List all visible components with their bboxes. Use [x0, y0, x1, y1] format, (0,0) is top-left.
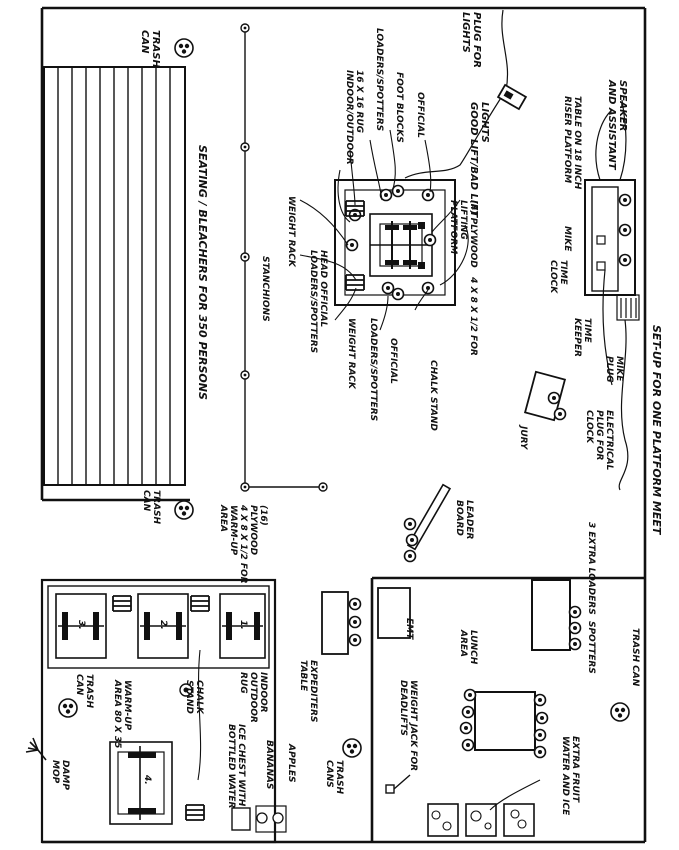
mop-icon: [25, 737, 47, 761]
official-top-label: OFFICIAL: [415, 92, 425, 138]
time-clock-label: TIME CLOCK: [548, 260, 568, 294]
warmup-area: [40, 578, 287, 844]
bleachers: [43, 66, 186, 486]
platform-leader-lines: [299, 129, 469, 331]
warmup-platform-1-label: 1.: [238, 620, 248, 630]
fruit-bowl-icon: [431, 809, 527, 831]
lights-icon: [496, 83, 528, 111]
trash-can-label: TRASH CAN: [139, 30, 161, 68]
seating-label: SEATING / BLEACHERS FOR 350 PERSONS: [196, 145, 209, 400]
expediters-table-label: EXPEDITERS TABLE: [298, 660, 318, 723]
trash-can-icon: [342, 738, 362, 758]
indoor-outdoor-rug-label: INDOOR OUTDOOR RUG: [238, 672, 268, 723]
chalk-stand-icon: [179, 683, 193, 697]
chalk-stand-label: CHALK STAND: [428, 360, 438, 431]
lights-wiring: [404, 9, 509, 179]
official-right-label: OFFICIAL: [388, 338, 398, 384]
lunch-area-label: LUNCH AREA: [458, 630, 478, 665]
rug-label: 16 X 16 RUG INDOOR/OUTDOOR: [344, 70, 364, 165]
extra-fruit-label: EXTRA FRUIT WATER AND ICE: [560, 736, 580, 816]
page-title: SET-UP FOR ONE PLATFORM MEET: [650, 325, 663, 535]
fruit-tables: [427, 803, 535, 837]
mike-plug-label: MIKE PLUG: [604, 356, 624, 383]
plywood-platform-label: (4) PLYWOOD 4 X 8 X 1/2 FOR LIFTING PLAT…: [448, 200, 478, 356]
barbell-icon: [58, 612, 263, 640]
extra-loaders-label: 3 EXTRA LOADERS SPOTTERS: [586, 522, 596, 674]
expediters-table: [321, 591, 362, 655]
extra-loaders-table: [531, 579, 582, 651]
weight-rack-left-label: WEIGHT RACK: [286, 196, 296, 267]
warmup-plywood-label: (16) PLYWOOD 4 X 8 X 1/2 FOR WARM-UP ARE…: [218, 505, 268, 584]
stanchion-line: [240, 23, 328, 492]
speaker-table: [584, 179, 636, 296]
stanchion-post-icon: [240, 23, 250, 33]
table-riser-label: TABLE ON 18 INCH RISER PLATFORM: [562, 96, 582, 190]
loaders-spotters-top-label: LOADERS/SPOTTERS: [374, 28, 384, 132]
trash-can-label-2: TRASH CAN: [141, 490, 161, 525]
stanchions-label: STANCHIONS: [260, 256, 270, 322]
time-keeper-label: TIME KEEPER: [572, 318, 592, 357]
emt-cot: [377, 587, 411, 639]
trash-cans-label: TRASH CANS: [324, 760, 344, 795]
warmup-platform-2-label: 2.: [158, 620, 168, 630]
lifting-platform: [334, 179, 456, 306]
bananas-label: BANANAS: [264, 740, 274, 790]
warmup-platform-3-label: 3.: [76, 620, 86, 630]
trash-can-icon: [174, 500, 194, 520]
power-strip: [595, 99, 640, 491]
leader-board-label: LEADER BOARD: [454, 500, 474, 540]
weight-jack-icon: [385, 774, 411, 794]
loaders-spotters-right-label: LOADERS/SPOTTERS: [368, 318, 378, 422]
trash-can-icon: [610, 702, 630, 722]
jury-table: [523, 370, 567, 422]
jury-label: JURY: [518, 426, 528, 450]
speaker-label: SPEAKER AND ASSISTANT: [606, 80, 628, 170]
plug-for-lights-label: PLUG FOR LIGHTS: [460, 12, 482, 68]
mike-label: MIKE: [562, 226, 572, 252]
lunch-table: [459, 688, 549, 759]
head-official-label: HEAD OFFICIAL LOADERS/SPOTTERS: [308, 250, 328, 354]
trash-can-label-3: TRASH CAN: [630, 628, 640, 687]
trash-can-label-4: TRASH CAN: [74, 674, 94, 709]
foot-blocks-label: FOOT BLOCKS: [394, 72, 404, 143]
electrical-plug-label: ELECTRICAL PLUG FOR CLOCK: [584, 410, 614, 471]
leader-board: [403, 483, 452, 563]
damp-mop-label: DAMP MOP: [50, 760, 70, 790]
weight-rack-label: WEIGHT RACK: [346, 318, 356, 389]
warmup-platform-4-label: 4.: [142, 775, 152, 785]
trash-can-icon: [174, 38, 194, 58]
emt-label: EMT: [404, 618, 414, 640]
apples-label: APPLES: [286, 744, 296, 783]
weight-jack-label: WEIGHT JACK FOR DEADLIFTS: [398, 680, 418, 772]
warmup-area-label: WARM-UP AREA 80 X 35: [112, 680, 132, 749]
chalk-stand-warmup-label: CHALK STAND: [184, 680, 204, 714]
ice-chest-label: ICE CHEST WITH BOTTLED WATER: [226, 724, 246, 809]
